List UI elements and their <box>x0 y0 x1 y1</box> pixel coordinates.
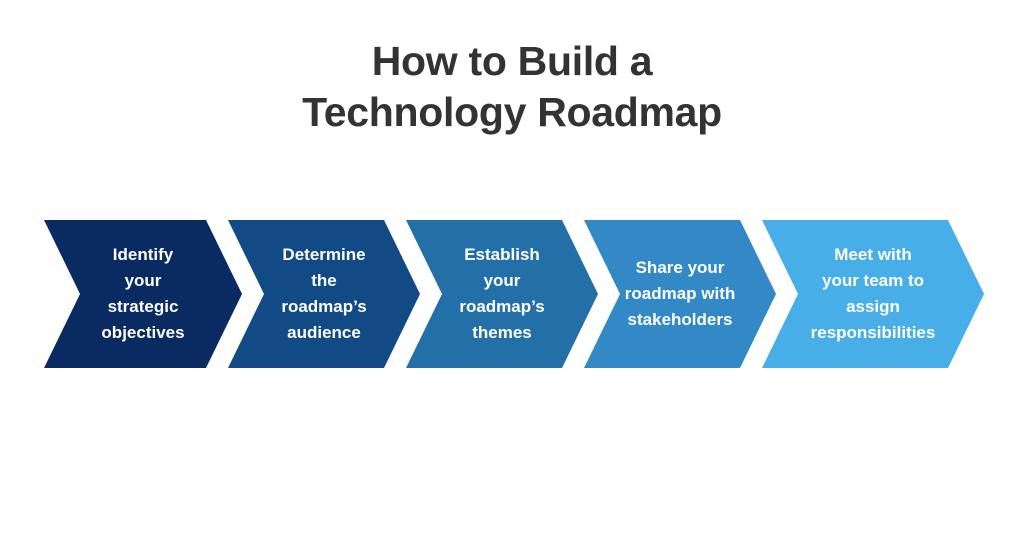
process-flow: Identify your strategic objectives Deter… <box>0 220 1024 368</box>
process-step-1-label: Identify your strategic objectives <box>101 245 185 342</box>
process-step-3-label: Establish your roadmap’s themes <box>459 245 545 342</box>
page-title: How to Build a Technology Roadmap <box>0 36 1024 138</box>
process-step-5: Meet with your team to assign responsibi… <box>762 220 984 368</box>
title-line-2: Technology Roadmap <box>302 89 722 135</box>
process-step-3: Establish your roadmap’s themes <box>406 220 598 368</box>
process-step-5-label: Meet with your team to assign responsibi… <box>810 245 936 342</box>
process-step-4-label: Share your roadmap with stakeholders <box>624 258 736 329</box>
process-step-2-label: Determine the roadmap’s audience <box>281 245 367 342</box>
title-line-1: How to Build a <box>371 38 653 84</box>
process-step-1: Identify your strategic objectives <box>44 220 242 368</box>
process-step-4: Share your roadmap with stakeholders <box>584 220 776 368</box>
process-step-2: Determine the roadmap’s audience <box>228 220 420 368</box>
